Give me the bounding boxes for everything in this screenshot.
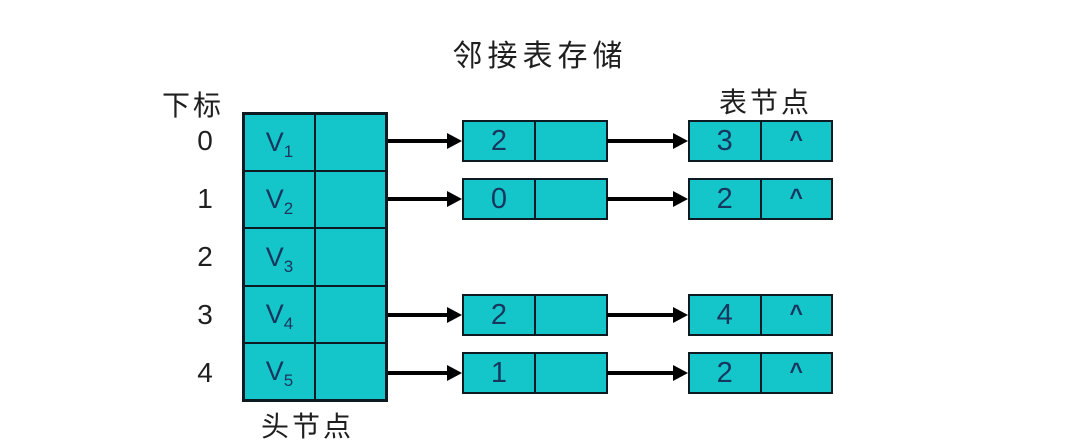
vertex-subscript: 2 bbox=[283, 199, 294, 219]
arrow-tip bbox=[447, 307, 462, 323]
arrow-tip bbox=[673, 133, 688, 149]
list-node-row0-1: 3 ^ bbox=[688, 120, 833, 162]
vertex-cell-v2: V2 bbox=[245, 172, 316, 228]
arrow-node-to-node-row0 bbox=[607, 133, 688, 149]
arrow-head-to-node-row1 bbox=[388, 191, 462, 207]
head-node-table: V1 V2 V3 V4 V5 bbox=[242, 112, 388, 402]
head-pointer-cell-3 bbox=[316, 287, 385, 342]
arrow-tip bbox=[447, 133, 462, 149]
arrow-node-to-node-row3 bbox=[607, 307, 688, 323]
arrow-tip bbox=[673, 191, 688, 207]
null-pointer: ^ bbox=[789, 125, 803, 152]
vertex-label: V1 bbox=[265, 127, 294, 162]
table-node-label: 表节点 bbox=[719, 86, 813, 119]
head-pointer-cell-4 bbox=[316, 344, 385, 399]
head-pointer-cell-1 bbox=[316, 172, 385, 227]
row-index-0: 0 bbox=[197, 125, 213, 156]
node-next-pointer bbox=[536, 180, 606, 218]
head-node-label: 头节点 bbox=[261, 410, 355, 443]
head-pointer-cell-0 bbox=[316, 115, 385, 170]
arrow-tip bbox=[447, 191, 462, 207]
null-pointer: ^ bbox=[789, 357, 803, 384]
node-value: 2 bbox=[464, 122, 536, 160]
list-node-row1-1: 2 ^ bbox=[688, 178, 833, 220]
vertex-label: V5 bbox=[265, 355, 294, 390]
vertex-subscript: 4 bbox=[283, 313, 294, 333]
vertex-cell-v1: V1 bbox=[245, 115, 316, 171]
arrow-shaft bbox=[388, 313, 447, 317]
head-pointer-cell-2 bbox=[316, 229, 385, 284]
vertex-subscript: 3 bbox=[283, 256, 294, 276]
arrow-tip bbox=[673, 307, 688, 323]
vertex-cell-v3: V3 bbox=[245, 229, 316, 285]
null-pointer: ^ bbox=[789, 299, 803, 326]
node-next-pointer bbox=[536, 354, 606, 392]
arrow-head-to-node-row4 bbox=[388, 365, 462, 381]
arrow-shaft bbox=[388, 197, 447, 201]
row-index-3: 3 bbox=[197, 299, 213, 330]
vertex-label: V4 bbox=[265, 298, 294, 333]
node-next-pointer bbox=[536, 122, 606, 160]
node-value: 1 bbox=[464, 354, 536, 392]
node-value: 2 bbox=[690, 180, 762, 218]
node-value: 2 bbox=[690, 354, 762, 392]
arrow-shaft bbox=[607, 139, 673, 143]
node-value: 4 bbox=[690, 296, 762, 334]
head-table-row-0: V1 bbox=[245, 115, 385, 173]
list-node-row4-1: 2 ^ bbox=[688, 352, 833, 394]
vertex-cell-v5: V5 bbox=[245, 343, 316, 400]
row-index-4: 4 bbox=[197, 357, 213, 388]
head-table-row-2: V3 bbox=[245, 229, 385, 287]
vertex-cell-v4: V4 bbox=[245, 286, 316, 342]
arrow-shaft bbox=[388, 371, 447, 375]
list-node-row0-0: 2 bbox=[462, 120, 608, 162]
list-node-row4-0: 1 bbox=[462, 352, 608, 394]
vertex-subscript: 5 bbox=[283, 370, 294, 390]
arrow-head-to-node-row3 bbox=[388, 307, 462, 323]
row-index-1: 1 bbox=[197, 183, 213, 214]
node-next-pointer bbox=[536, 296, 606, 334]
arrow-shaft bbox=[607, 197, 673, 201]
list-node-row3-0: 2 bbox=[462, 294, 608, 336]
vertex-subscript: 1 bbox=[283, 142, 294, 162]
head-table-row-1: V2 bbox=[245, 172, 385, 230]
node-value: 0 bbox=[464, 180, 536, 218]
diagram-title: 邻接表存储 bbox=[452, 39, 628, 74]
node-value: 2 bbox=[464, 296, 536, 334]
arrow-shaft bbox=[607, 313, 673, 317]
arrow-tip bbox=[673, 365, 688, 381]
arrow-tip bbox=[447, 365, 462, 381]
list-node-row3-1: 4 ^ bbox=[688, 294, 833, 336]
arrow-node-to-node-row4 bbox=[607, 365, 688, 381]
list-node-row1-0: 0 bbox=[462, 178, 608, 220]
arrow-head-to-node-row0 bbox=[388, 133, 462, 149]
arrow-node-to-node-row1 bbox=[607, 191, 688, 207]
vertex-label: V2 bbox=[265, 184, 294, 219]
arrow-shaft bbox=[607, 371, 673, 375]
node-value: 3 bbox=[690, 122, 762, 160]
row-index-2: 2 bbox=[197, 241, 213, 272]
null-pointer: ^ bbox=[789, 183, 803, 210]
vertex-label: V3 bbox=[265, 241, 294, 276]
head-table-row-4: V5 bbox=[245, 343, 385, 400]
head-table-row-3: V4 bbox=[245, 286, 385, 344]
index-column-label: 下标 bbox=[162, 89, 225, 122]
arrow-shaft bbox=[388, 139, 447, 143]
